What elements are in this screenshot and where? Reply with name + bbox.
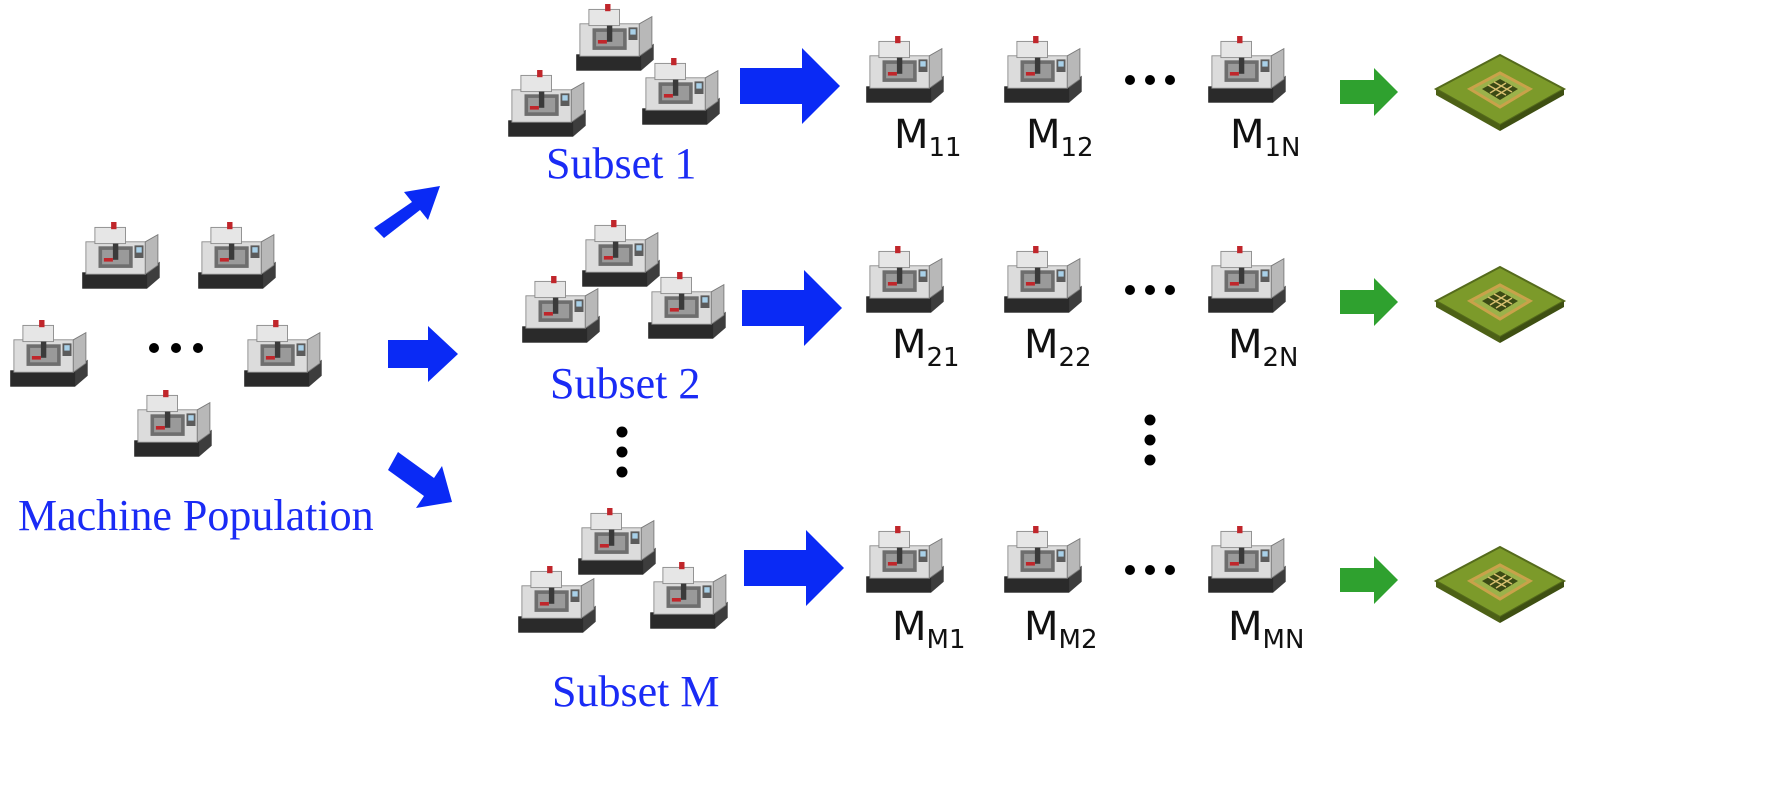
model-vertical-ellipsis-icon xyxy=(1144,414,1156,466)
cnc-machine-icon xyxy=(133,390,213,458)
model-row-1-ellipsis-icon xyxy=(1125,75,1175,85)
cnc-machine-icon xyxy=(243,320,323,388)
cnc-machine-icon xyxy=(1207,36,1287,104)
subset-vertical-ellipsis-icon xyxy=(616,426,628,478)
arrow-subset-2-models xyxy=(742,270,842,346)
arrow-to-subset-1 xyxy=(374,186,440,238)
cnc-machine-icon xyxy=(865,36,945,104)
model-row-m: MM1 MM2 MMN xyxy=(865,526,1304,655)
cnc-machine-icon xyxy=(9,320,89,388)
model-label-2n: M2N xyxy=(1228,322,1299,373)
model-label-12: M12 xyxy=(1026,112,1094,163)
machine-population-group: Machine Population xyxy=(9,222,374,540)
arrow-to-subset-2 xyxy=(388,326,458,382)
processor-chip-icon xyxy=(1434,53,1566,133)
model-row-m-ellipsis-icon xyxy=(1125,565,1175,575)
model-row-2-ellipsis-icon xyxy=(1125,285,1175,295)
model-label-m1: MM1 xyxy=(892,604,966,655)
arrow-subset-m-models xyxy=(744,530,844,606)
cnc-machine-icon xyxy=(517,566,597,634)
cnc-machine-icon xyxy=(575,4,655,72)
cnc-machine-icon xyxy=(577,508,657,576)
model-label-mn: MMN xyxy=(1228,604,1304,655)
cnc-machine-icon xyxy=(1207,526,1287,594)
cnc-machine-icon xyxy=(649,562,729,630)
model-row-1: M11 M12 M1N xyxy=(865,36,1301,163)
cnc-machine-icon xyxy=(641,58,721,126)
arrow-row-2-chip xyxy=(1340,278,1398,326)
cnc-machine-icon xyxy=(581,220,661,288)
arrow-subset-1-models xyxy=(740,48,840,124)
processor-chip-icon xyxy=(1434,545,1566,625)
arrow-row-1-chip xyxy=(1340,68,1398,116)
population-ellipsis-icon xyxy=(149,343,203,353)
cnc-machine-icon xyxy=(81,222,161,290)
arrow-to-subset-m xyxy=(388,452,452,508)
subset-1-label: Subset 1 xyxy=(546,139,696,188)
split-arrows xyxy=(374,186,458,508)
cnc-machine-icon xyxy=(507,70,587,138)
model-label-22: M22 xyxy=(1024,322,1092,373)
cnc-machine-icon xyxy=(197,222,277,290)
cnc-machine-icon xyxy=(1003,246,1083,314)
subset-to-model-arrows xyxy=(740,48,844,606)
cnc-machine-icon xyxy=(865,246,945,314)
subset-m-label: Subset M xyxy=(552,667,719,716)
cnc-machine-icon xyxy=(647,272,727,340)
model-label-21: M21 xyxy=(892,322,960,373)
population-label: Machine Population xyxy=(18,491,374,540)
cnc-machine-icon xyxy=(1207,246,1287,314)
cnc-machine-icon xyxy=(1003,526,1083,594)
subset-1-group: Subset 1 xyxy=(507,4,721,188)
model-label-1n: M1N xyxy=(1230,112,1301,163)
model-label-m2: MM2 xyxy=(1024,604,1098,655)
model-row-2: M21 M22 M2N xyxy=(865,246,1299,373)
model-to-chip-arrows xyxy=(1340,68,1398,604)
subset-2-group: Subset 2 xyxy=(521,220,727,408)
arrow-row-m-chip xyxy=(1340,556,1398,604)
chips xyxy=(1434,53,1566,625)
subset-m-group: Subset M xyxy=(517,508,729,716)
subset-2-label: Subset 2 xyxy=(550,359,700,408)
model-label-11: M11 xyxy=(894,112,962,163)
processor-chip-icon xyxy=(1434,265,1566,345)
cnc-machine-icon xyxy=(865,526,945,594)
cnc-machine-icon xyxy=(1003,36,1083,104)
